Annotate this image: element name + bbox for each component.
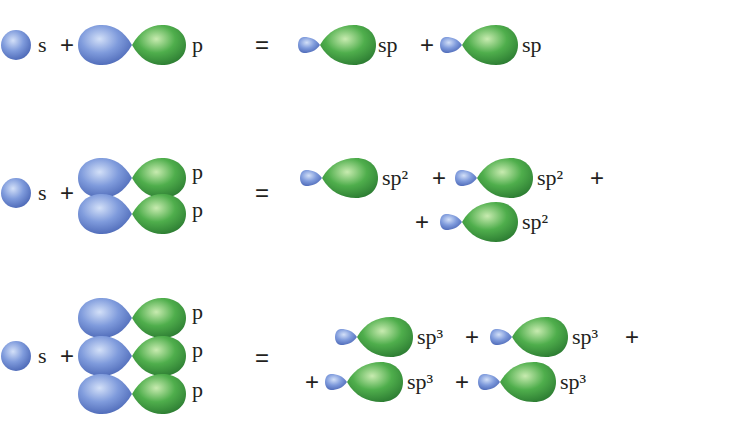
- operator-sign: +: [415, 209, 429, 235]
- operator-sign: +: [60, 343, 74, 369]
- p-orbital: [78, 158, 186, 198]
- orbital-label: sp³: [417, 325, 443, 349]
- operator-sign: +: [60, 180, 74, 206]
- orbital-label: p: [192, 338, 203, 362]
- p-orbital: [78, 336, 186, 376]
- orbital-label: p: [192, 300, 203, 324]
- orbital-label: sp: [378, 33, 398, 57]
- orbital-label: p: [192, 33, 203, 57]
- orbital-label: sp²: [382, 166, 408, 190]
- p-orbital: [78, 194, 186, 234]
- orbital-label: s: [38, 344, 47, 368]
- orbital-label: sp³: [572, 325, 598, 349]
- orbital-label: s: [38, 33, 47, 57]
- operator-sign: +: [455, 369, 469, 395]
- orbital-label: sp²: [522, 210, 548, 234]
- operator-sign: +: [590, 165, 604, 191]
- operator-sign: +: [625, 324, 639, 350]
- orbital-label: s: [38, 181, 47, 205]
- orbital-label: sp: [522, 33, 542, 57]
- operator-sign: =: [255, 32, 269, 58]
- s-orbital: [1, 178, 31, 208]
- orbital-label: sp³: [560, 370, 586, 394]
- sp3-orbital: [335, 317, 413, 357]
- sp3-orbital: [325, 362, 403, 402]
- p-orbital: [78, 374, 186, 414]
- sp2-orbital: [455, 158, 533, 198]
- sp-orbital: [298, 25, 376, 65]
- p-orbital: [78, 298, 186, 338]
- s-orbital: [1, 341, 31, 371]
- sp3-orbital: [478, 362, 556, 402]
- sp2-orbital: [440, 202, 518, 242]
- orbital-label: p: [192, 160, 203, 184]
- operator-sign: =: [255, 345, 269, 371]
- operator-sign: =: [255, 180, 269, 206]
- sp-orbital: [440, 25, 518, 65]
- orbital-label: sp²: [537, 166, 563, 190]
- sp3-orbital: [490, 317, 568, 357]
- operator-sign: +: [432, 165, 446, 191]
- orbital-label: p: [192, 378, 203, 402]
- p-orbital: [78, 25, 186, 65]
- orbital-label: p: [192, 198, 203, 222]
- s-orbital: [1, 30, 31, 60]
- operator-sign: +: [420, 32, 434, 58]
- operator-sign: +: [465, 324, 479, 350]
- orbital-label: sp³: [407, 370, 433, 394]
- sp2-orbital: [300, 158, 378, 198]
- operator-sign: +: [60, 32, 74, 58]
- operator-sign: +: [305, 369, 319, 395]
